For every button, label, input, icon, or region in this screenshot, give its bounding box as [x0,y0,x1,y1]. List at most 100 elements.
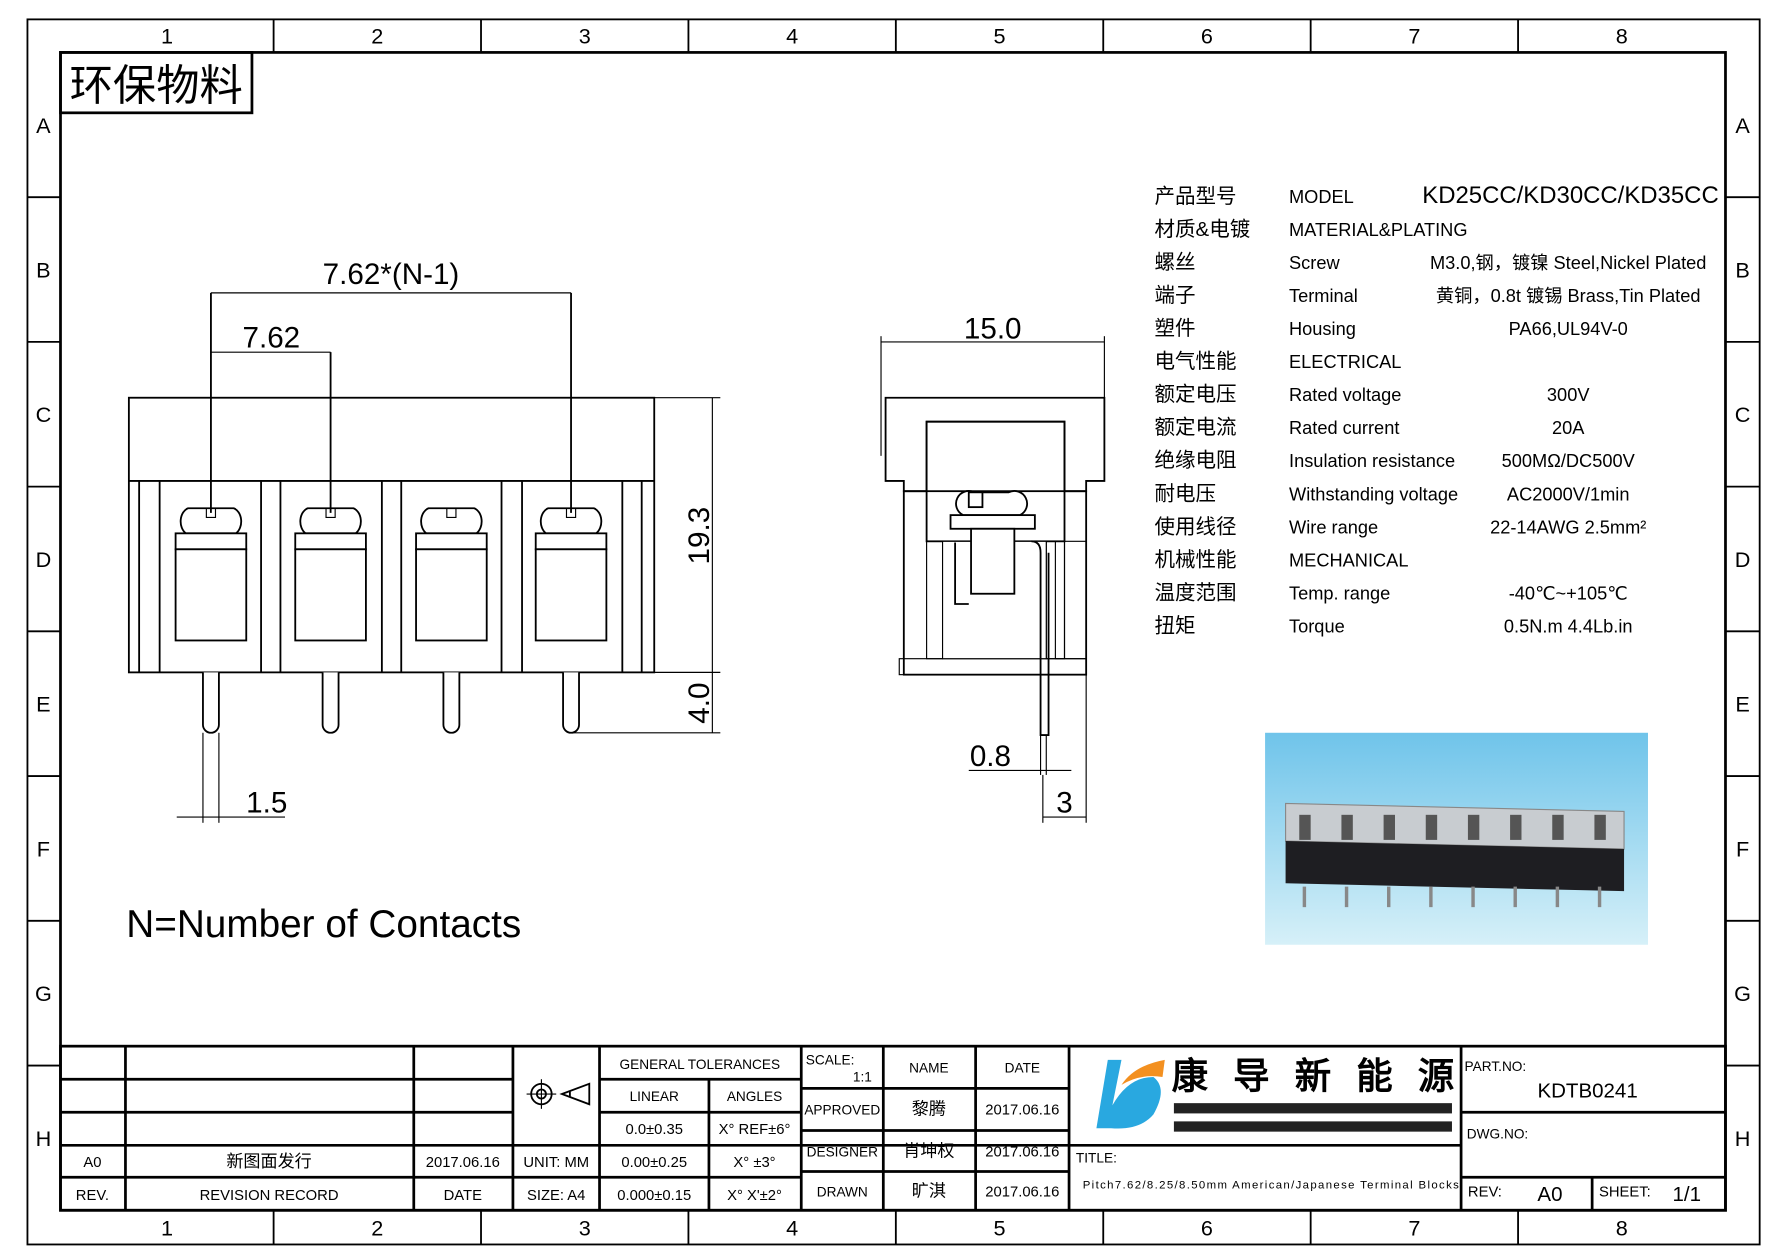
name-header: NAME [909,1060,948,1075]
spec-value: KD25CC/KD30CC/KD35CC [1422,182,1718,209]
title-label: TITLE: [1076,1150,1117,1165]
dim-pin-thickness: 0.8 [970,740,1011,773]
spec-value: AC2000V/1min [1507,483,1630,504]
signoff-role: DRAWN [817,1185,868,1200]
spec-value: M3.0,钢，镀镍 Steel,Nickel Plated [1430,252,1706,273]
row-label: C [1735,402,1751,427]
scale-label: SCALE: [806,1052,855,1067]
angle-tolerance: X° ±3° [733,1155,775,1171]
spec-label-cn: 材质&电镀 [1155,218,1251,241]
column-label: 3 [579,23,591,48]
spec-label-en: MATERIAL&PLATING [1289,219,1468,240]
stamp-box [59,51,254,115]
linear-tolerance: 0.0±0.35 [625,1122,682,1138]
column-label: 4 [786,1215,798,1240]
spec-value: 500MΩ/DC500V [1502,450,1636,471]
spec-label-cn: 端子 [1155,284,1196,307]
tolerances-header: GENERAL TOLERANCES [620,1057,781,1072]
rev: A0 [1537,1183,1562,1206]
drawing-title: Pitch7.62/8.25/8.50mm American/Japanese … [1083,1180,1459,1192]
dim-pin-length: 4.0 [683,683,716,724]
column-label: 8 [1616,1215,1628,1240]
rev-header: REV. [76,1188,109,1204]
part-no-label: PART.NO: [1465,1059,1527,1074]
pin [442,672,461,734]
company-contact-line [1173,1121,1452,1132]
row-label: A [36,113,51,138]
column-label: 3 [579,1215,591,1240]
column-label: 5 [994,23,1006,48]
signoff-role: APPROVED [804,1103,880,1118]
title-block: A0 新图面发行 2017.06.16 REV. REVISION RECORD… [59,1044,1727,1212]
column-label: 7 [1408,23,1420,48]
terminal-contact [294,507,367,734]
spec-label-en: Torque [1289,615,1345,636]
revision-record-header: REVISION RECORD [200,1188,339,1204]
column-label: 1 [161,23,173,48]
row-label: G [1734,981,1751,1006]
spec-label-cn: 产品型号 [1155,185,1237,208]
row-label: H [36,1126,52,1151]
column-label: 2 [371,1215,383,1240]
spec-value: 22-14AWG 2.5mm² [1490,516,1646,537]
spec-label-cn: 电气性能 [1155,350,1237,373]
part-no: KDTB0241 [1537,1079,1637,1102]
spec-value: PA66,UL94V-0 [1509,318,1628,339]
linear-header: LINEAR [630,1089,679,1104]
spec-value: 300V [1547,384,1590,405]
spec-label-en: Withstanding voltage [1289,483,1458,504]
column-label: 8 [1616,23,1628,48]
product-photo [1265,732,1648,945]
pin [562,672,580,734]
signoff-date: 2017.06.16 [985,1103,1059,1119]
spec-label-en: Housing [1289,318,1356,339]
dim-offset: 3 [1056,787,1072,820]
pin [321,672,340,734]
linear-tolerance: 0.00±0.25 [621,1155,687,1171]
signoff-date: 2017.06.16 [985,1145,1059,1161]
angle-tolerance: X° X'±2° [727,1188,782,1204]
column-label: 6 [1201,1215,1213,1240]
dim-side-width: 15.0 [964,312,1022,345]
row-label: H [1735,1126,1751,1151]
signoff-name: 旷淇 [912,1182,946,1201]
rev-value: A0 [83,1155,101,1171]
spec-label-en: Temp. range [1289,582,1390,603]
row-label: B [36,257,50,282]
sheet-label: SHEET: [1599,1185,1651,1201]
column-label: 5 [994,1215,1006,1240]
company-contact-line [1173,1103,1452,1114]
eco-material-stamp: 环保物料 [70,62,243,110]
row-label: F [37,836,50,861]
spec-value: 20A [1552,417,1585,438]
angles-header: ANGLES [727,1089,782,1104]
sheet: 1/1 [1672,1183,1700,1206]
row-label: E [1735,692,1749,717]
pin [202,672,220,734]
spec-label-cn: 螺丝 [1155,251,1196,274]
spec-label-cn: 温度范围 [1155,581,1237,604]
spec-label-cn: 额定电流 [1155,416,1237,439]
company-logo [1096,1059,1165,1129]
front-view: 7.62*(N-1) 7.62 19.3 4.0 1.5 N=Number of… [126,258,721,946]
column-label: 1 [161,1215,173,1240]
spec-label-en: Wire range [1289,516,1378,537]
spec-label-cn: 额定电压 [1155,383,1237,406]
signoff-name: 黎腾 [912,1100,946,1119]
size: SIZE: A4 [527,1188,585,1204]
column-label: 4 [786,23,798,48]
company-name: 康 导 新 能 源 [1172,1055,1455,1096]
column-label: 6 [1201,23,1213,48]
column-label: 7 [1408,1215,1420,1240]
